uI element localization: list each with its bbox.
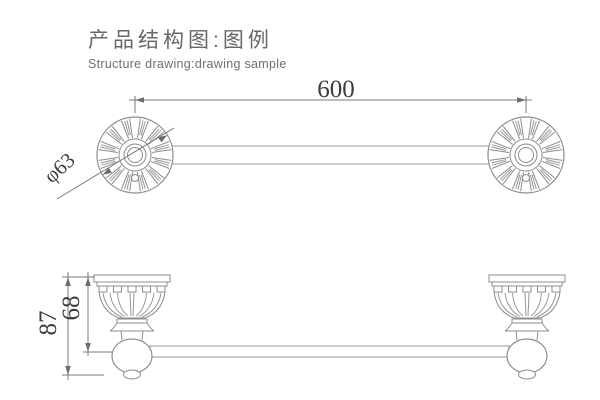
rosette-flange-left: [97, 117, 173, 193]
towel-bar-front: [149, 345, 510, 358]
rosette-flange-right: [488, 117, 564, 193]
front-view: 87 68: [35, 272, 566, 380]
page-header: 产品结构图:图例 Structure drawing:drawing sampl…: [88, 24, 287, 71]
title-chinese: 产品结构图:图例: [88, 29, 273, 52]
wall-bracket-left: [93, 274, 171, 380]
length-dimension-label: 600: [317, 76, 355, 103]
title-english: Structure drawing:drawing sample: [88, 57, 287, 71]
wall-bracket-right: [488, 274, 566, 380]
plan-view: 600 φ63: [39, 76, 564, 200]
overall-height-label: 87: [35, 311, 62, 336]
dimension-length-600: 600: [129, 76, 532, 113]
drop-height-label: 68: [58, 296, 85, 321]
towel-bar-plan: [171, 145, 490, 165]
dimension-overall-height-87: 87: [35, 272, 104, 380]
flange-diameter-label: φ63: [39, 148, 80, 188]
dimension-drop-height-68: 68: [58, 272, 112, 356]
